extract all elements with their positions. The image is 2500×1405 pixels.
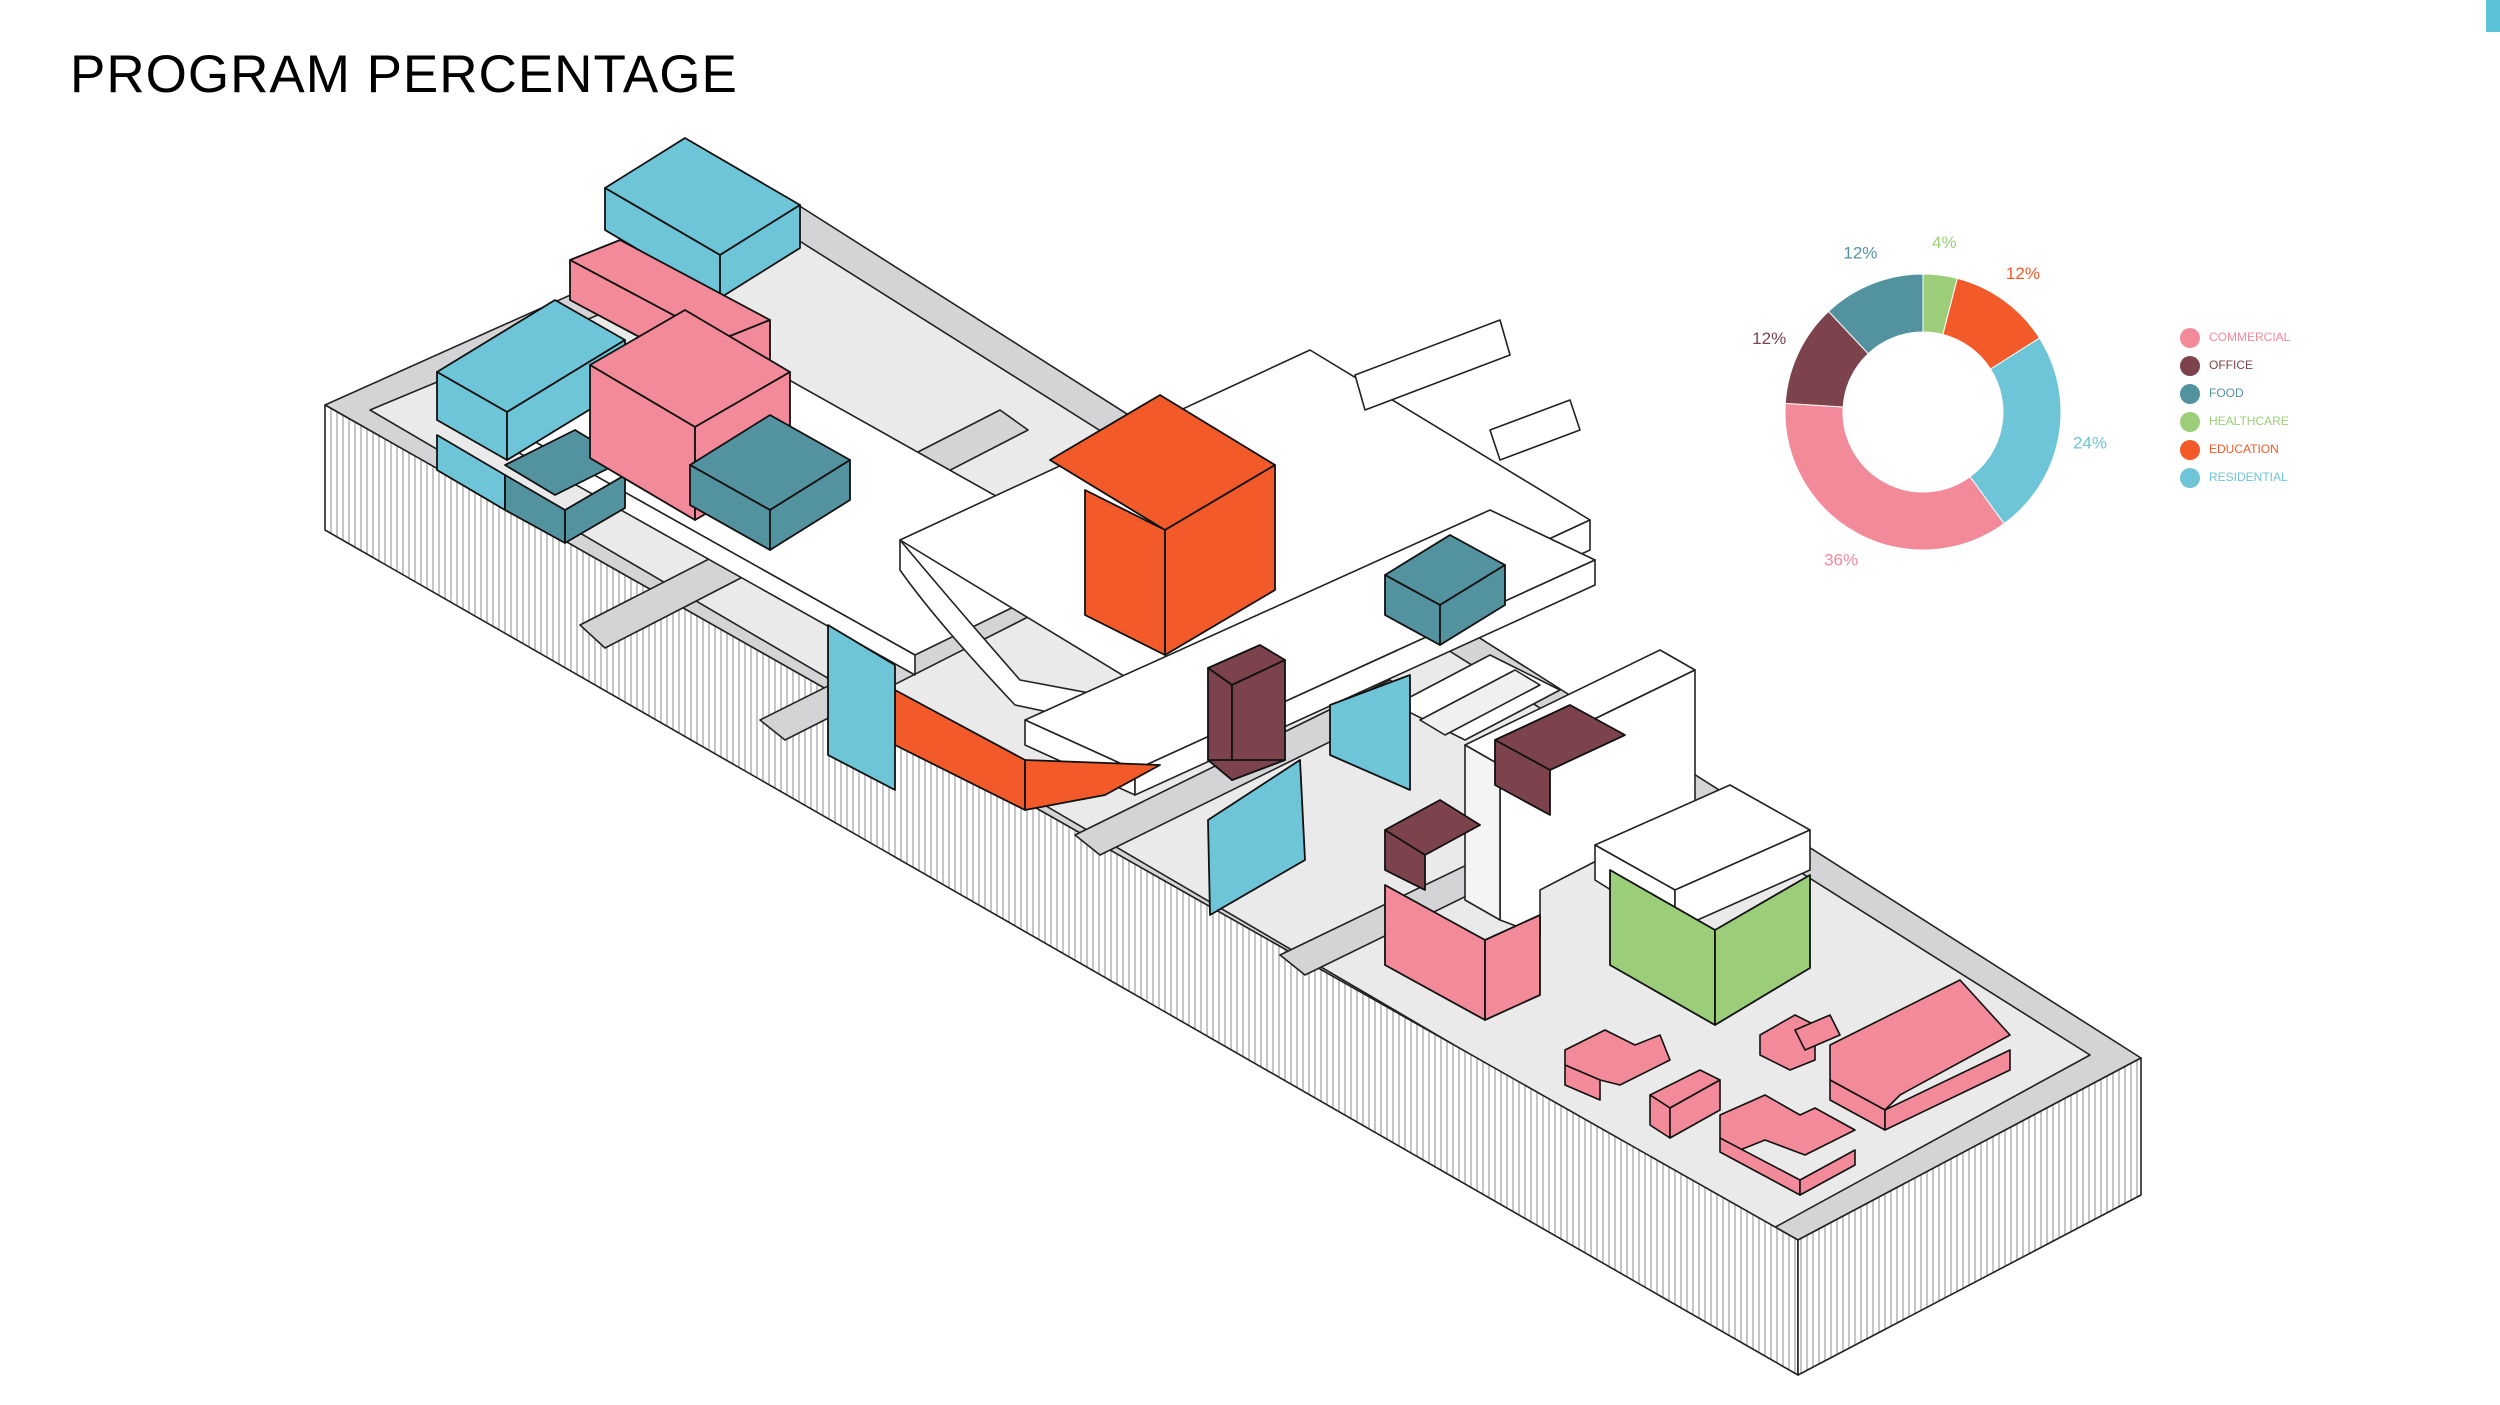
- volume-commercial-lower: [1384, 884, 1541, 1021]
- corner-accent: [2486, 0, 2500, 32]
- volume-office-tower: [1207, 644, 1286, 781]
- volume-office-right: [1384, 704, 1626, 891]
- page-title: PROGRAM PERCENTAGE: [70, 45, 738, 104]
- volume-education-main: [1049, 394, 1276, 656]
- volume-commercial-small: [1564, 979, 2011, 1196]
- volume-residential-panels: [827, 624, 1411, 916]
- volume-food-right: [1384, 534, 1506, 646]
- volume-residential-top: [604, 137, 801, 299]
- volume-food-main: [689, 414, 851, 551]
- volume-healthcare: [1609, 869, 1811, 1026]
